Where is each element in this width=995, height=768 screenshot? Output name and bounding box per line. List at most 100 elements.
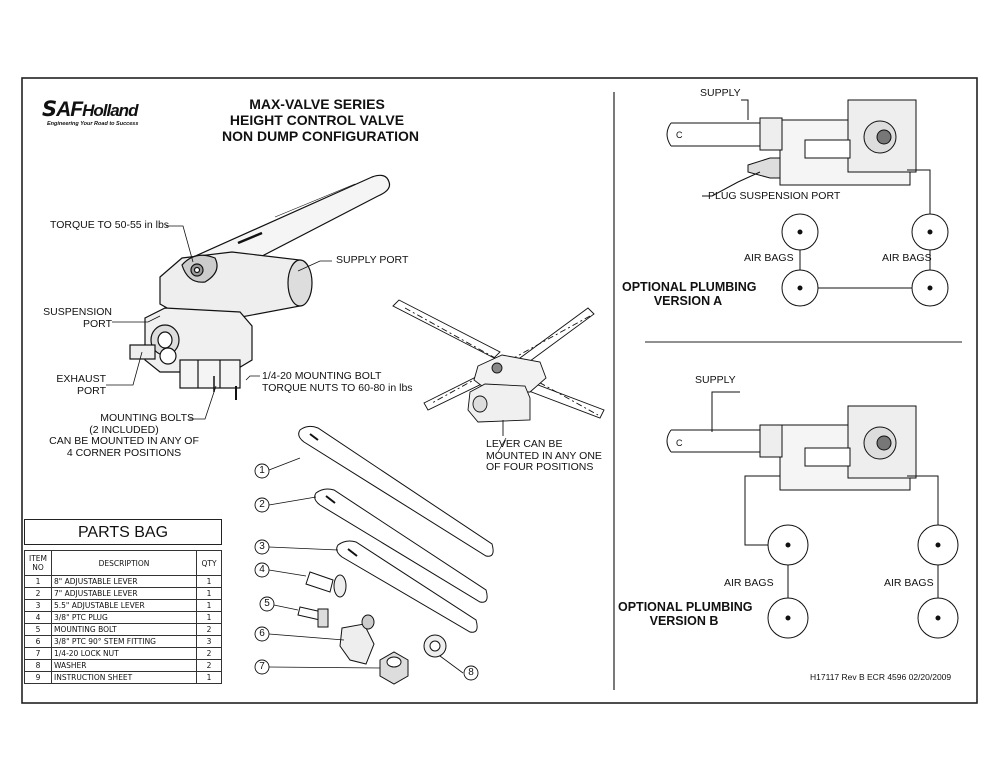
parts-cell-description: 1/4-20 LOCK NUT xyxy=(51,647,197,660)
lever-positions-line-1: LEVER CAN BE xyxy=(486,438,563,450)
supply-port-callout: SUPPLY PORT xyxy=(336,254,409,266)
part-number-2: 2 xyxy=(259,499,265,510)
header-qty: QTY xyxy=(196,550,222,576)
plumbing-b-title-line-1: OPTIONAL PLUMBING xyxy=(618,600,753,614)
plumbing-a-airbags-right: AIR BAGS xyxy=(882,252,932,264)
lever-positions-line-3: OF FOUR POSITIONS xyxy=(486,461,594,474)
exhaust-port-line-2: PORT xyxy=(77,384,106,397)
title-line-2: HEIGHT CONTROL VALVE xyxy=(229,112,405,129)
lever-7in xyxy=(314,488,488,603)
parts-cell-qty: 1 xyxy=(196,587,222,600)
part-number-7: 7 xyxy=(259,661,265,672)
part-number-3: 3 xyxy=(259,541,265,552)
mounting-bolts-line-2: (2 INCLUDED) xyxy=(89,423,159,436)
parts-cell-description: 5.5" ADJUSTABLE LEVER xyxy=(51,599,197,612)
mounting-bolts-line-4: 4 CORNER POSITIONS xyxy=(66,446,182,459)
plumbing-b-supply-label: SUPPLY xyxy=(695,374,736,386)
lever-positions-drawing xyxy=(392,299,605,453)
part-number-4: 4 xyxy=(259,564,265,575)
mounting-bolts-callout: MOUNTING BOLTS (2 INCLUDED) CAN BE MOUNT… xyxy=(40,412,208,459)
parts-cell-description: WASHER xyxy=(51,659,197,672)
plumbing-b-title-line-2: VERSION B xyxy=(649,613,719,628)
stem-fitting xyxy=(339,623,375,665)
logo-tagline: Engineering Your Road to Success xyxy=(47,121,139,127)
leader-lines xyxy=(106,225,332,420)
plumbing-b-airbags-left: AIR BAGS xyxy=(724,577,774,589)
exhaust-port-callout: EXHAUST PORT xyxy=(40,373,106,397)
plumbing-a-title-line-2: VERSION A xyxy=(653,293,723,308)
torque-callout: TORQUE TO 50-55 in lbs xyxy=(50,219,170,231)
parts-cell-item: 3 xyxy=(24,599,52,612)
suspension-port-callout: SUSPENSION PORT xyxy=(38,306,112,330)
plumbing-b-drawing: C xyxy=(666,391,959,639)
parts-cell-item: 9 xyxy=(24,671,52,684)
header-item-no: ITEM NO xyxy=(24,550,52,576)
lever-positions-callout: LEVER CAN BE MOUNTED IN ANY ONE OF FOUR … xyxy=(486,438,602,474)
parts-cell-item: 8 xyxy=(24,659,52,672)
parts-bag-title: PARTS BAG xyxy=(24,519,222,545)
revision-block: H17117 Rev B ECR 4596 02/20/2009 xyxy=(810,672,952,682)
parts-cell-qty: 3 xyxy=(196,635,222,648)
plumbing-a-title: OPTIONAL PLUMBING VERSION A xyxy=(622,280,757,309)
parts-cell-item: 5 xyxy=(24,623,52,636)
lever-8in xyxy=(298,425,494,557)
saf-holland-logo: SAFHolland xyxy=(42,97,138,121)
sheet-border xyxy=(21,77,978,704)
title-line-1: MAX-VALVE SERIES xyxy=(249,96,385,112)
parts-cell-qty: 2 xyxy=(196,647,222,660)
lever-positions-line-2: MOUNTED IN ANY ONE xyxy=(486,449,602,462)
parts-cell-description: 3/8" PTC 90° STEM FITTING xyxy=(51,635,197,648)
parts-cell-qty: 1 xyxy=(196,671,222,684)
parts-cell-description: MOUNTING BOLT xyxy=(51,623,197,636)
parts-cell-qty: 1 xyxy=(196,599,222,612)
svg-text:C: C xyxy=(676,438,683,448)
plumbing-b-airbags-right: AIR BAGS xyxy=(884,577,934,589)
mounting-bolts-line-3: CAN BE MOUNTED IN ANY OF xyxy=(49,435,199,448)
parts-cell-description: 3/8" PTC PLUG xyxy=(51,611,197,624)
ptc-plug xyxy=(305,571,334,593)
mounting-bolt-line-2: TORQUE NUTS TO 60-80 in lbs xyxy=(262,381,413,394)
exhaust-port-line-1: EXHAUST xyxy=(56,373,106,385)
parts-cell-description: INSTRUCTION SHEET xyxy=(51,671,197,684)
parts-cell-description: 8" ADJUSTABLE LEVER xyxy=(51,575,197,588)
parts-cell-item: 2 xyxy=(24,587,52,600)
parts-cell-qty: 1 xyxy=(196,611,222,624)
plumbing-a-title-line-1: OPTIONAL PLUMBING xyxy=(622,280,757,294)
suspension-port-line-2: PORT xyxy=(83,317,112,330)
mounting-bolt-line-1: 1/4-20 MOUNTING BOLT xyxy=(262,370,382,382)
svg-text:C: C xyxy=(676,130,683,140)
part-number-6: 6 xyxy=(259,628,265,639)
plumbing-a-airbags-left: AIR BAGS xyxy=(744,252,794,264)
mounting-bolts-line-1: MOUNTING BOLTS xyxy=(100,412,194,424)
lever-5in xyxy=(336,540,478,633)
title-line-3: NON DUMP CONFIGURATION xyxy=(222,128,420,145)
parts-drawing xyxy=(297,425,494,685)
plumbing-b-title: OPTIONAL PLUMBING VERSION B xyxy=(618,600,753,629)
parts-cell-item: 4 xyxy=(24,611,52,624)
parts-cell-qty: 2 xyxy=(196,623,222,636)
part-number-5: 5 xyxy=(264,598,270,609)
parts-cell-item: 7 xyxy=(24,647,52,660)
page-title: MAX-VALVE SERIES HEIGHT CONTROL VALVE NO… xyxy=(222,96,420,145)
parts-table-header: ITEM NO DESCRIPTION QTY xyxy=(24,550,222,576)
plumbing-a-plug-label: PLUG SUSPENSION PORT xyxy=(708,190,841,202)
part-number-1: 1 xyxy=(259,465,265,476)
parts-cell-qty: 1 xyxy=(196,575,222,588)
part-number-circles xyxy=(254,463,479,681)
parts-cell-item: 1 xyxy=(24,575,52,588)
parts-cell-item: 6 xyxy=(24,635,52,648)
parts-cell-qty: 2 xyxy=(196,659,222,672)
part-leaders xyxy=(268,457,464,674)
